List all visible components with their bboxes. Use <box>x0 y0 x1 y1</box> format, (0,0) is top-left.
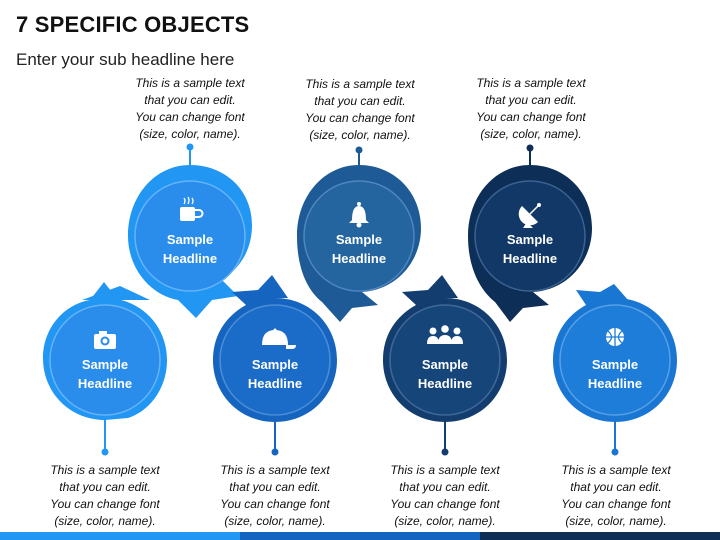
text-line: that you can edit. <box>229 480 321 494</box>
text-line: (size, color, name). <box>139 127 241 141</box>
node-6-headline-line2: Headline <box>503 251 557 266</box>
text-line: (size, color, name). <box>565 514 667 528</box>
node-5-headline-line2: Headline <box>418 376 472 391</box>
text-line: that you can edit. <box>399 480 491 494</box>
connector-dot-3 <box>271 448 279 456</box>
text-line: You can change font <box>390 497 500 511</box>
text-line: that you can edit. <box>59 480 151 494</box>
node-2-headline-line2: Headline <box>78 376 132 391</box>
page-subtitle: Enter your sub headline here <box>16 50 235 69</box>
bar-segment-medium <box>240 532 480 540</box>
node-4-headline-line1: Sample <box>336 232 382 247</box>
text-line: (size, color, name). <box>394 514 496 528</box>
satellite-dish-icon <box>518 203 541 228</box>
cap-icon <box>262 328 296 349</box>
bar-segment-dark <box>480 532 720 540</box>
node-7-headline-line1: Sample <box>592 357 638 372</box>
coffee-cup-icon <box>180 196 204 221</box>
text-line: This is a sample text <box>305 77 415 91</box>
node-3-headline-line2: Headline <box>248 376 302 391</box>
text-line: that you can edit. <box>144 93 236 107</box>
text-line: You can change font <box>135 110 245 124</box>
text-line: This is a sample text <box>561 463 671 477</box>
node-inner-circle <box>474 180 586 292</box>
connector-dot-6 <box>526 144 534 152</box>
bell-icon <box>349 202 369 228</box>
text-block-2: This is a sample text that you can edit.… <box>30 462 180 530</box>
node-6: Sample Headline <box>468 165 592 322</box>
text-line: that you can edit. <box>570 480 662 494</box>
node-2-headline-line1: Sample <box>82 357 128 372</box>
node-inner-circle <box>389 304 501 416</box>
connector-dot-1 <box>186 143 194 151</box>
text-line: This is a sample text <box>135 76 245 90</box>
text-line: This is a sample text <box>390 463 500 477</box>
node-inner-circle <box>49 304 161 416</box>
node-4-headline-line2: Headline <box>332 251 386 266</box>
connector-dot-7 <box>611 448 619 456</box>
node-1: Sample Headline <box>128 165 252 318</box>
text-block-5: This is a sample text that you can edit.… <box>370 462 520 530</box>
text-line: (size, color, name). <box>54 514 156 528</box>
text-block-1: This is a sample text that you can edit.… <box>115 75 265 143</box>
node-1-headline-line1: Sample <box>167 232 213 247</box>
text-block-4: This is a sample text that you can edit.… <box>285 76 435 144</box>
node-inner-circle <box>559 304 671 416</box>
page-title: 7 SPECIFIC OBJECTS <box>16 12 250 37</box>
node-1-headline-line2: Headline <box>163 251 217 266</box>
node-inner-circle <box>303 180 415 292</box>
node-6-headline-line1: Sample <box>507 232 553 247</box>
camera-icon <box>94 331 116 349</box>
text-line: You can change font <box>220 497 330 511</box>
bar-segment-light <box>0 532 240 540</box>
node-7-headline-line2: Headline <box>588 376 642 391</box>
group-icon <box>427 325 463 344</box>
connector-dot-5 <box>441 448 449 456</box>
text-line: (size, color, name). <box>309 128 411 142</box>
text-line: This is a sample text <box>50 463 160 477</box>
text-line: You can change font <box>561 497 671 511</box>
text-block-6: This is a sample text that you can edit.… <box>456 75 606 143</box>
bottom-color-bar <box>0 532 720 540</box>
node-5-headline-line1: Sample <box>422 357 468 372</box>
text-line: that you can edit. <box>485 93 577 107</box>
text-block-7: This is a sample text that you can edit.… <box>541 462 691 530</box>
text-line: that you can edit. <box>314 94 406 108</box>
node-inner-circle <box>219 304 331 416</box>
node-5: Sample Headline <box>383 275 507 422</box>
node-3: Sample Headline <box>213 275 337 422</box>
node-4: Sample Headline <box>297 165 421 322</box>
node-2: Sample Headline <box>43 282 167 420</box>
text-line: This is a sample text <box>476 76 586 90</box>
node-7: Sample Headline <box>553 284 677 422</box>
connector-dot-2 <box>101 448 109 456</box>
basketball-icon <box>606 328 624 346</box>
text-line: You can change font <box>50 497 160 511</box>
text-line: This is a sample text <box>220 463 330 477</box>
node-inner-circle <box>134 180 246 292</box>
text-line: You can change font <box>305 111 415 125</box>
node-3-headline-line1: Sample <box>252 357 298 372</box>
connector-dot-4 <box>355 146 363 154</box>
text-block-3: This is a sample text that you can edit.… <box>200 462 350 530</box>
text-line: (size, color, name). <box>480 127 582 141</box>
text-line: (size, color, name). <box>224 514 326 528</box>
text-line: You can change font <box>476 110 586 124</box>
